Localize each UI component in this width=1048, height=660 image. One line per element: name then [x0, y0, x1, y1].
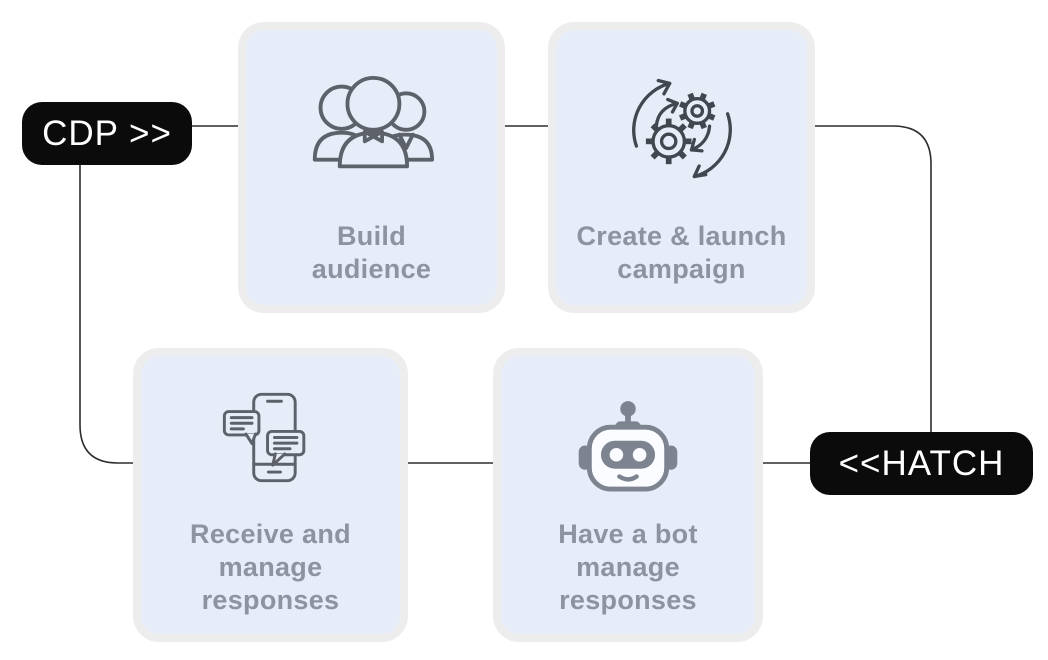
card-label-bot-manage-responses: Have a bot manage responses [501, 518, 755, 617]
label-line: Create & launch [576, 221, 787, 251]
cdp-badge: CDP >> [22, 102, 192, 165]
gears-cycle-icon [556, 72, 807, 186]
card-label-create-launch-campaign: Create & launch campaign [556, 220, 807, 286]
label-line: Receive and [190, 519, 351, 549]
card-receive-manage-responses: Receive and manage responses [133, 348, 408, 642]
card-label-build-audience: Build audience [246, 220, 497, 286]
card-bot-manage-responses: Have a bot manage responses [493, 348, 763, 642]
card-label-receive-manage-responses: Receive and manage responses [141, 518, 400, 617]
label-line: Build [337, 221, 406, 251]
card-create-launch-campaign: Create & launch campaign [548, 22, 815, 313]
connector-campaign-to-hatch [815, 125, 932, 433]
card-build-audience: Build audience [238, 22, 505, 313]
label-line: responses [201, 585, 340, 615]
label-line: campaign [617, 254, 746, 284]
label-line: responses [559, 585, 697, 615]
label-line: manage [576, 552, 680, 582]
hatch-badge-label: <<HATCH [838, 443, 1005, 483]
cdp-badge-label: CDP >> [42, 113, 172, 153]
label-line: manage [218, 552, 323, 582]
hatch-badge: <<HATCH [810, 432, 1033, 495]
connector-cdp-to-receive-responses [79, 165, 134, 464]
robot-icon [501, 396, 755, 498]
label-line: audience [311, 254, 432, 284]
people-group-icon [246, 75, 497, 176]
label-line: Have a bot [558, 519, 698, 549]
phone-chat-icon [141, 390, 400, 485]
